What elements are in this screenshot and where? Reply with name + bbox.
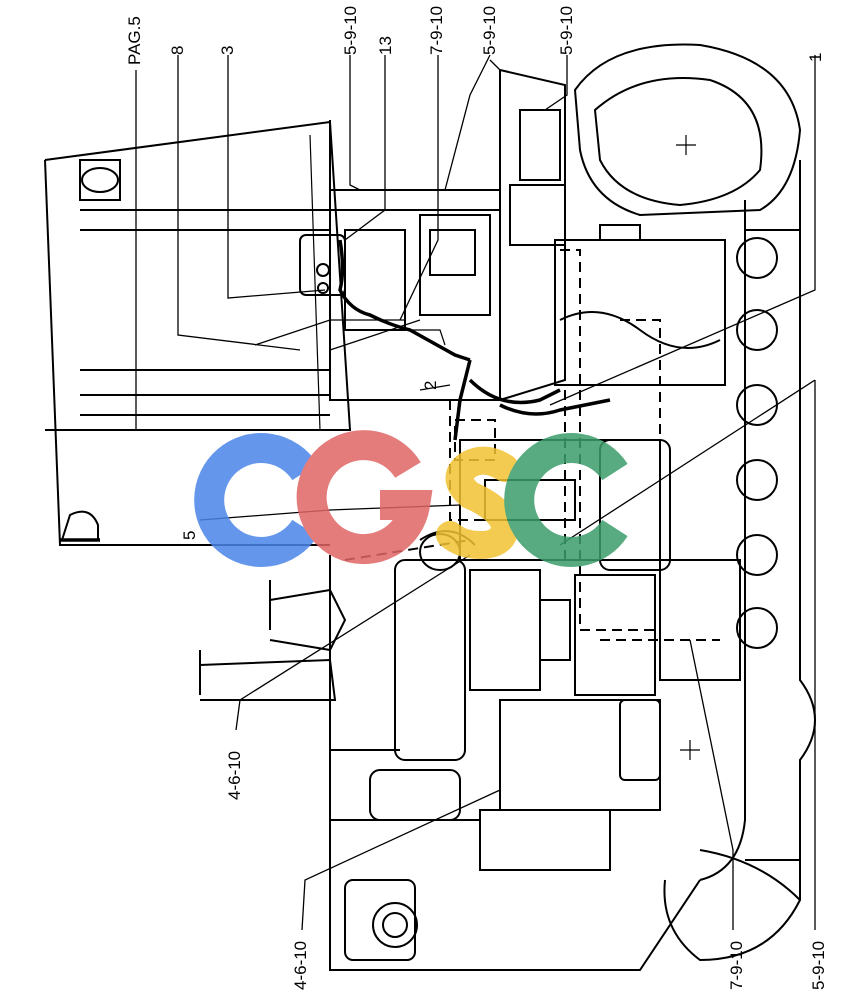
watermark-letter-c2 <box>504 433 628 567</box>
callout-5-9-10-b: 5-9-10 <box>480 6 499 55</box>
callout-13: 13 <box>376 36 395 55</box>
engine-block <box>199 439 741 971</box>
sprocket-drive <box>509 43 802 386</box>
callout-7-9-10-b: 7-9-10 <box>727 941 746 990</box>
callout-4-6-10-b: 4-6-10 <box>291 941 310 990</box>
callout-3: 3 <box>218 46 237 55</box>
callout-5-9-10-a: 5-9-10 <box>341 6 360 55</box>
callout-pag5: PAG.5 <box>125 16 144 65</box>
rear-housing <box>299 69 566 401</box>
watermark-letter-g <box>296 430 433 565</box>
callout-5-9-10-c: 5-9-10 <box>557 6 576 55</box>
callout-7-9-10-a: 7-9-10 <box>427 6 446 55</box>
callout-1: 1 <box>806 53 825 62</box>
callout-5-9-10-d: 5-9-10 <box>809 941 828 990</box>
callout-5: 5 <box>180 531 199 540</box>
callout-labels: PAG.5 8 3 5-9-10 13 7-9-10 5-9-10 5-9-10… <box>125 6 828 990</box>
callout-2: 2 <box>421 381 440 390</box>
callout-4-6-10-a: 4-6-10 <box>225 751 244 800</box>
leader-lines <box>135 54 816 931</box>
watermark-logo <box>194 430 628 567</box>
watermark-letter-s <box>436 446 520 560</box>
callout-8: 8 <box>168 46 187 55</box>
watermark-letter-c1 <box>194 433 318 567</box>
